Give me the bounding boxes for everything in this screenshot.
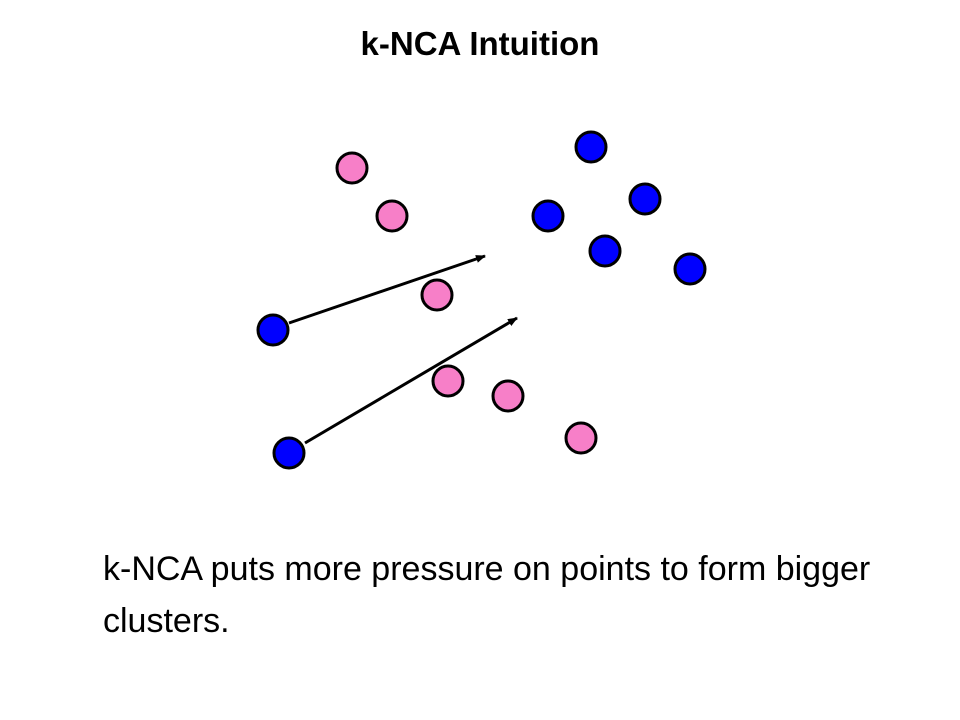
blue-point xyxy=(531,199,565,233)
slide-title: k-NCA Intuition xyxy=(360,25,600,62)
pink-point xyxy=(335,151,369,185)
arrows-layer xyxy=(288,254,518,445)
pull-arrow xyxy=(304,316,518,445)
blue-point xyxy=(588,234,622,268)
pull-arrow xyxy=(288,254,486,325)
pink-point xyxy=(564,421,598,455)
pink-point xyxy=(491,379,525,413)
blue-point xyxy=(256,313,290,347)
blue-point xyxy=(272,436,306,470)
points-layer xyxy=(256,130,707,470)
blue-point xyxy=(628,182,662,216)
pink-point xyxy=(375,199,409,233)
blue-point xyxy=(673,252,707,286)
blue-point xyxy=(574,130,608,164)
caption: k-NCA puts more pressure on points to fo… xyxy=(103,550,871,640)
pink-point xyxy=(431,364,465,398)
pink-point xyxy=(420,278,454,312)
